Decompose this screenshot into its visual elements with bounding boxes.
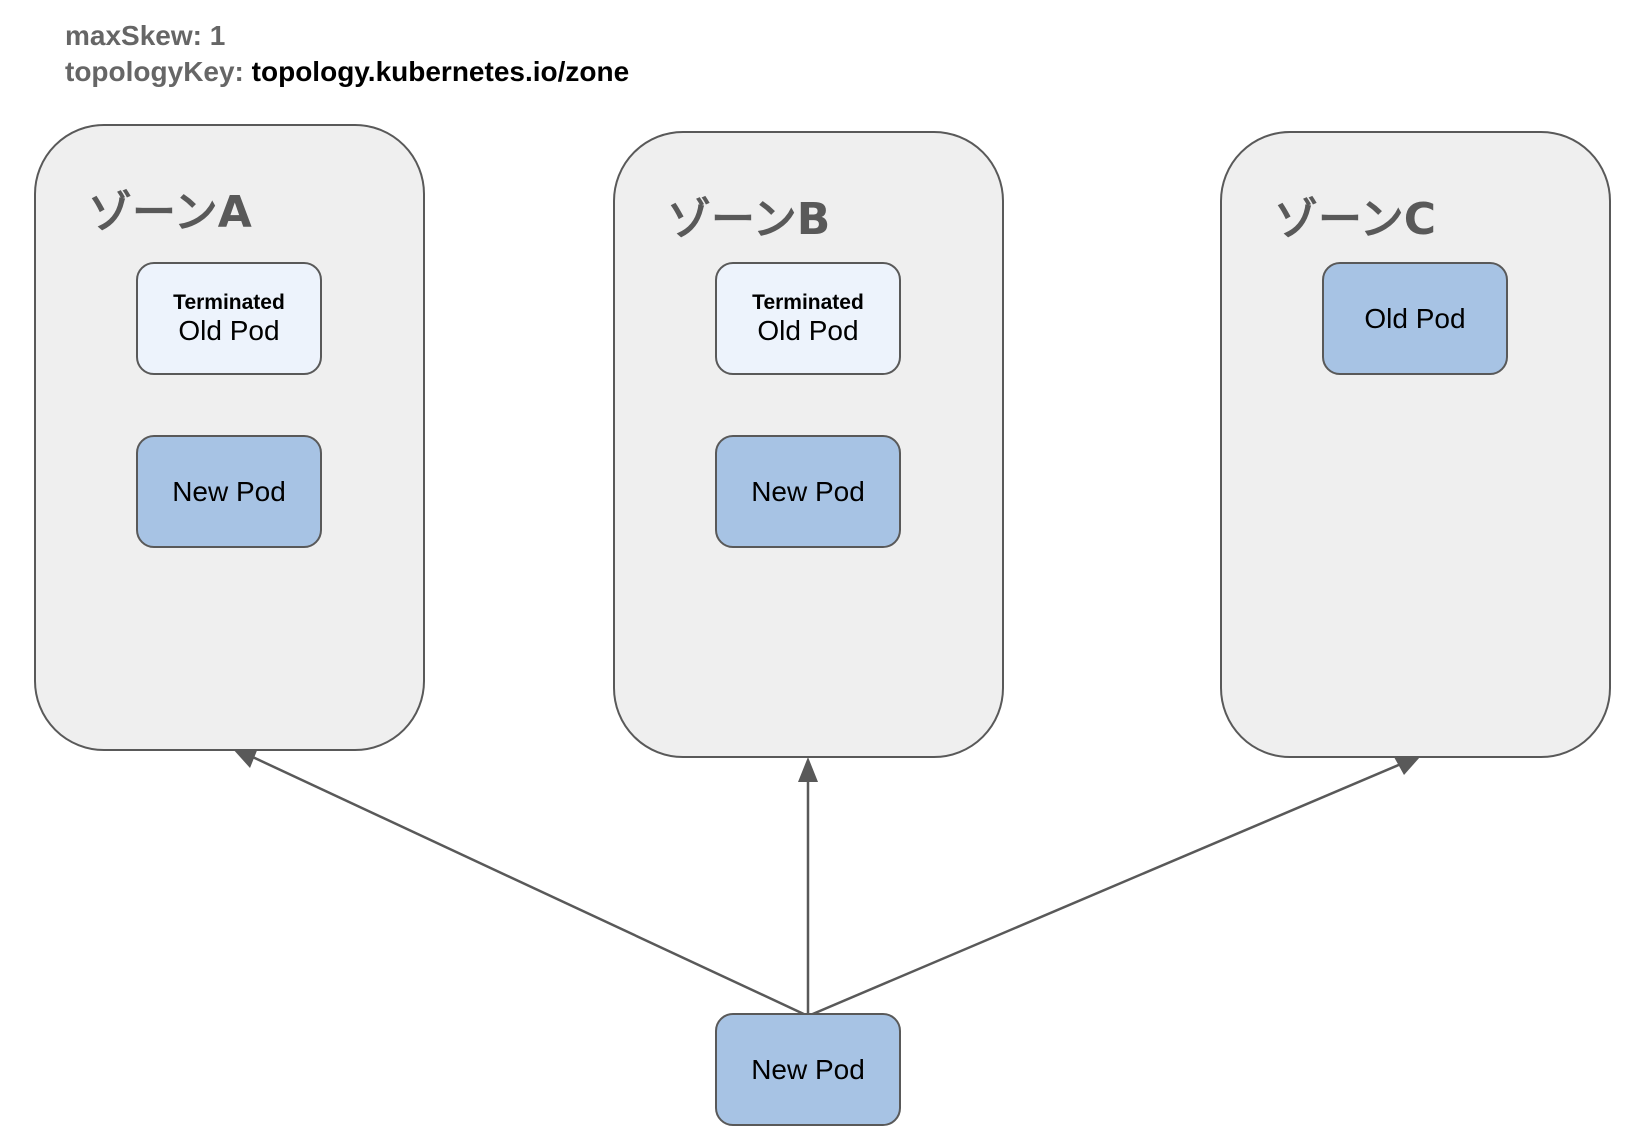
pod-status: Terminated [173, 290, 285, 314]
old-pod: Old Pod [1322, 262, 1508, 375]
zone-b: ゾーンB Terminated Old Pod New Pod [613, 131, 1004, 758]
max-skew-line: maxSkew: 1 [65, 18, 629, 54]
arrow-to-zone-a [242, 751, 809, 1018]
incoming-new-pod: New Pod [715, 1013, 901, 1126]
pod-label: Old Pod [757, 314, 859, 346]
pod-label: Old Pod [178, 314, 280, 346]
pod-label: Old Pod [1364, 302, 1466, 334]
zone-title: ゾーンB [667, 194, 831, 245]
arrowhead-zone-b [798, 757, 818, 782]
max-skew-key: maxSkew: [65, 20, 202, 51]
pod-status: Terminated [752, 290, 864, 314]
topology-key-value: topology.kubernetes.io/zone [251, 56, 630, 87]
terminated-old-pod: Terminated Old Pod [136, 262, 322, 375]
topology-key-line: topologyKey: topology.kubernetes.io/zone [65, 54, 629, 90]
new-pod: New Pod [136, 435, 322, 548]
zone-c: ゾーンC Old Pod [1220, 131, 1611, 758]
new-pod: New Pod [715, 435, 901, 548]
zone-title: ゾーンC [1274, 194, 1437, 245]
arrow-to-zone-c [807, 759, 1410, 1018]
pod-label: New Pod [751, 1053, 865, 1085]
zone-a: ゾーンA Terminated Old Pod New Pod [34, 124, 425, 751]
constraint-header: maxSkew: 1 topologyKey: topology.kuberne… [65, 18, 629, 90]
max-skew-value: 1 [209, 20, 226, 51]
pod-label: New Pod [751, 475, 865, 507]
terminated-old-pod: Terminated Old Pod [715, 262, 901, 375]
arrowhead-zone-c [1394, 757, 1420, 775]
topology-key-key: topologyKey: [65, 56, 244, 87]
pod-label: New Pod [172, 475, 286, 507]
zone-title: ゾーンA [88, 187, 252, 238]
arrowhead-zone-a [232, 748, 258, 768]
